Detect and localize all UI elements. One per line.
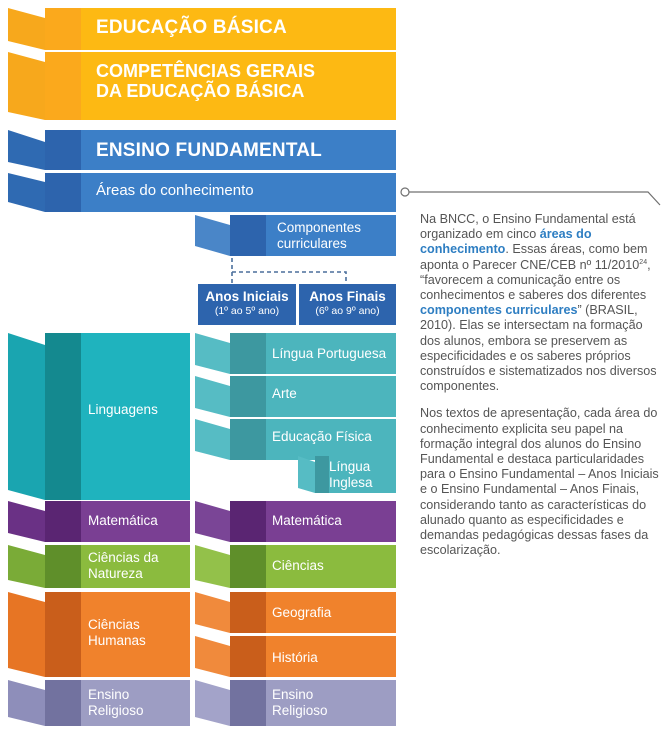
sidebar-footnote-ref: 24 xyxy=(639,258,648,266)
ciencias-humanas-line1: Ciências xyxy=(88,617,140,632)
matematica-area-block xyxy=(8,501,190,542)
ciencias-natureza-label: Ciências da Natureza xyxy=(88,550,159,582)
sidebar-p1-d: , “favorecem a comunicação entre os conh… xyxy=(420,257,651,303)
sidebar-p1-f: ” (BRASIL, 2010). Elas se intersectam na… xyxy=(420,303,657,394)
areas-label: Áreas do conhecimento xyxy=(96,182,254,199)
sidebar-highlight-componentes: componentes curriculares xyxy=(420,303,578,318)
sidebar-p1-a: Na BNCC, o Ensino Fundamental está organ… xyxy=(420,212,636,242)
sidebar-paragraph-1: Na BNCC, o Ensino Fundamental está organ… xyxy=(420,212,662,394)
ciencias-natureza-line1: Ciências da xyxy=(88,550,159,565)
ensino-religioso-area-line1: Ensino xyxy=(88,687,130,702)
lingua-portuguesa-block xyxy=(195,333,396,374)
lingua-inglesa-line2: Inglesa xyxy=(329,475,373,490)
callout-pointer xyxy=(400,187,661,206)
anos-finais-sub: (6º ao 9º ano) xyxy=(315,305,380,317)
anos-finais-label: Anos Finais (6º ao 9º ano) xyxy=(299,289,396,317)
linguagens-label: Linguagens xyxy=(88,402,158,417)
ensino-religioso-area-block xyxy=(8,680,190,726)
arte-label: Arte xyxy=(272,386,297,401)
matematica-component-label: Matemática xyxy=(272,513,342,528)
historia-block xyxy=(195,636,396,677)
geografia-label: Geografia xyxy=(272,605,332,620)
ciencias-humanas-area-block xyxy=(8,592,190,677)
anos-iniciais-label: Anos Iniciais (1º ao 5º ano) xyxy=(198,289,296,317)
ensino-religioso-component-line2: Religioso xyxy=(272,703,328,718)
lingua-inglesa-label: Língua Inglesa xyxy=(329,459,373,491)
educacao-basica-label: EDUCAÇÃO BÁSICA xyxy=(96,17,287,38)
competencias-line1: COMPETÊNCIAS GERAIS xyxy=(96,61,316,81)
componentes-line2: curriculares xyxy=(277,236,347,251)
sidebar-p1-c: . Essas áreas, como bem aponta o Parecer… xyxy=(420,242,648,272)
ciencias-humanas-line2: Humanas xyxy=(88,633,146,648)
ciencias-natureza-area-block xyxy=(8,545,190,588)
ensino-religioso-component-block xyxy=(195,680,396,726)
ciencias-humanas-label: Ciências Humanas xyxy=(88,617,146,649)
ciencias-component-label: Ciências xyxy=(272,558,324,573)
lingua-portuguesa-label: Língua Portuguesa xyxy=(272,346,387,361)
lingua-inglesa-line1: Língua xyxy=(329,459,371,474)
ensino-religioso-area-line2: Religioso xyxy=(88,703,144,718)
arte-block xyxy=(195,376,396,417)
anos-finais-box xyxy=(299,284,396,325)
sidebar-highlight-areas: áreas do conhecimento xyxy=(420,227,592,257)
componentes-label: Componentes curriculares xyxy=(277,220,361,252)
ensino-religioso-component-label: Ensino Religioso xyxy=(272,687,328,719)
anos-iniciais-sub: (1º ao 5º ano) xyxy=(214,305,280,317)
ensino-fundamental-block xyxy=(8,130,396,170)
ensino-fundamental-label: ENSINO FUNDAMENTAL xyxy=(96,140,322,161)
sidebar-paragraph-2: Nos textos de apresentação, cada área do… xyxy=(420,406,659,558)
educacao-fisica-block xyxy=(195,419,396,460)
componentes-block xyxy=(195,215,396,256)
educacao-fisica-label: Educação Física xyxy=(272,429,372,444)
dashed-connector xyxy=(231,258,347,284)
anos-iniciais-box xyxy=(198,284,296,325)
componentes-line1: Componentes xyxy=(277,220,362,235)
areas-block xyxy=(8,173,396,212)
educacao-basica-block xyxy=(8,8,396,50)
competencias-block xyxy=(8,52,396,120)
ciencias-natureza-line2: Natureza xyxy=(88,566,143,581)
competencias-label: COMPETÊNCIAS GERAIS DA EDUCAÇÃO BÁSICA xyxy=(96,61,315,101)
sidebar-text: Na BNCC, o Ensino Fundamental está organ… xyxy=(420,212,662,570)
geografia-block xyxy=(195,592,396,633)
anos-iniciais-title: Anos Iniciais xyxy=(205,289,289,304)
competencias-line2: DA EDUCAÇÃO BÁSICA xyxy=(96,81,305,101)
matematica-area-label: Matemática xyxy=(88,513,158,528)
anos-finais-title: Anos Finais xyxy=(309,289,386,304)
ensino-religioso-area-label: Ensino Religioso xyxy=(88,687,144,719)
linguagens-area-block xyxy=(8,333,190,500)
matematica-component-block xyxy=(195,501,396,542)
ensino-religioso-component-line1: Ensino xyxy=(272,687,314,702)
lingua-inglesa-block xyxy=(298,456,396,493)
ciencias-component-block xyxy=(195,545,396,588)
historia-label: História xyxy=(272,650,318,665)
